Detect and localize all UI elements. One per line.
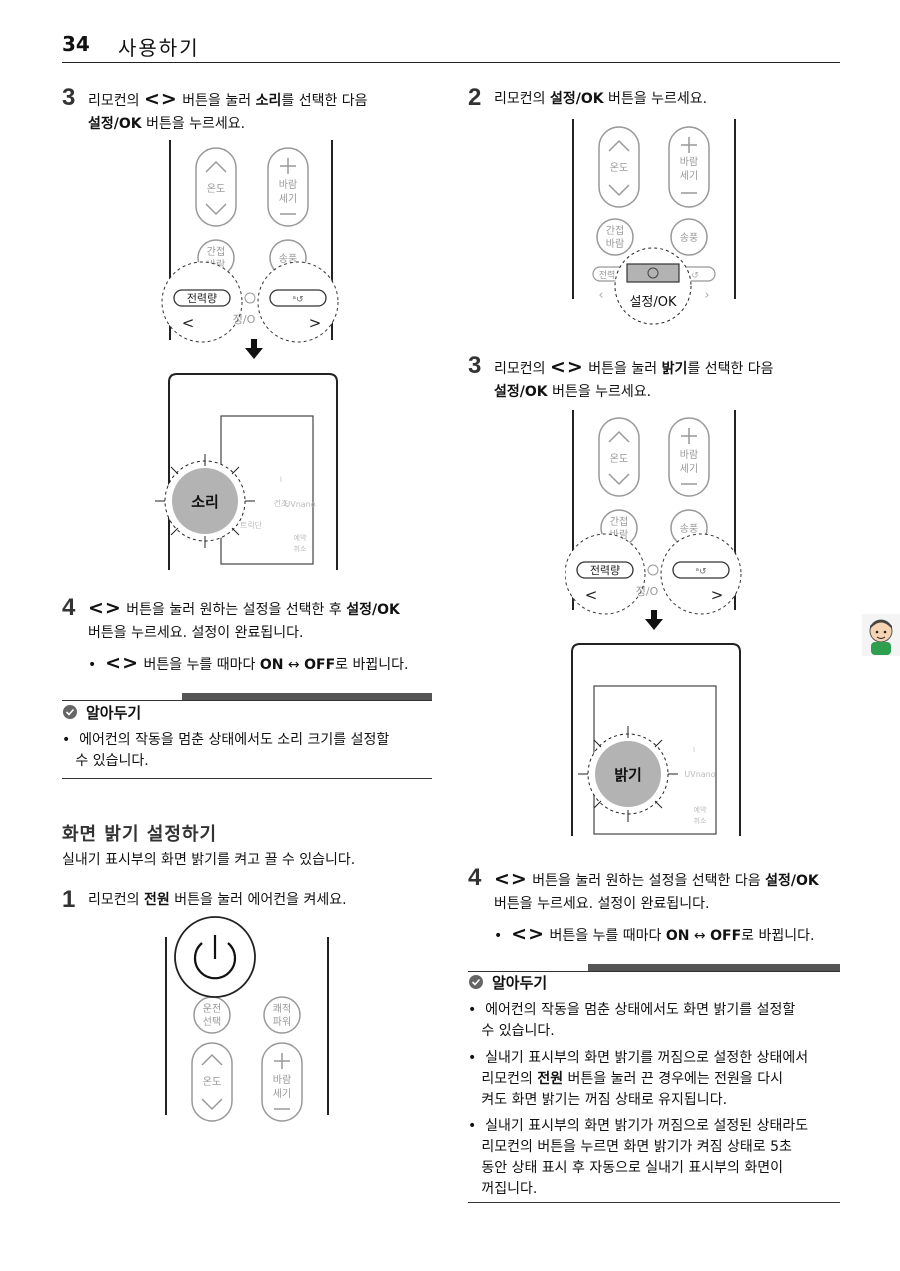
svg-text:⌇: ⌇ — [692, 746, 695, 754]
svg-text:온도: 온도 — [610, 453, 628, 465]
right-step3-text: 리모컨의 <> 버튼을 눌러 밝기를 선택한 다음 설정/OK 버튼을 누르세요… — [494, 356, 774, 400]
svg-text:정/O: 정/O — [636, 585, 659, 598]
svg-text:운전: 운전 — [203, 1003, 221, 1015]
remote-illustration-2: 온도 바람 세기 간접 바람 송풍 전력 ↺ ‹ › 설정/OK — [572, 119, 736, 325]
indoor-display-illustration-2: ⌇ UVnano 예약 취소 밝기 — [571, 643, 741, 836]
page-number: 34 — [62, 32, 90, 56]
note-rule-bottom — [62, 778, 432, 779]
note-item-3: • 실내기 표시부의 화면 밝기가 꺼짐으로 설정된 상태라도 리모컨의 버튼을… — [468, 1118, 809, 1197]
svg-text:>: > — [711, 586, 724, 604]
left-step4-number: 4 — [62, 594, 76, 621]
check-icon — [469, 975, 483, 989]
svg-text:↺: ↺ — [691, 271, 699, 281]
remote-illustration-1: 온도 바람 세기 간접 바람 송풍 전력량 ᵃ↺ 정/O < > — [161, 140, 339, 343]
right-step2-text: 리모컨의 설정/OK 버튼을 누르세요. — [494, 91, 708, 107]
svg-text:취소: 취소 — [294, 545, 307, 553]
svg-text:예약: 예약 — [294, 533, 307, 542]
svg-text:<: < — [585, 586, 598, 604]
left-step1-text: 리모컨의 전원 버튼을 눌러 에어컨을 켜세요. — [88, 892, 347, 908]
section-title: 사용하기 — [118, 36, 200, 60]
left-step3-number: 3 — [62, 84, 76, 111]
section-heading: 화면 밝기 설정하기 — [62, 824, 218, 845]
note-heading: 알아두기 — [492, 974, 548, 992]
right-step2-number: 2 — [468, 84, 482, 111]
svg-text:간접: 간접 — [610, 516, 628, 528]
indoor-display-illustration-1: ⌇ 건조 UVnano 트릭단 예약 취소 소리 — [155, 373, 338, 570]
svg-text:세기: 세기 — [273, 1088, 291, 1100]
note-bar — [588, 964, 840, 972]
svg-text:전력: 전력 — [599, 269, 616, 281]
svg-text:정/O: 정/O — [233, 313, 256, 326]
svg-text:바람: 바람 — [273, 1073, 291, 1086]
svg-text:바람: 바람 — [279, 178, 297, 191]
svg-text:소리: 소리 — [191, 493, 219, 511]
svg-text:>: > — [309, 314, 322, 332]
svg-text:세기: 세기 — [680, 463, 698, 475]
check-icon — [63, 705, 77, 719]
svg-text:ᵃ↺: ᵃ↺ — [695, 567, 706, 577]
svg-text:바람: 바람 — [680, 155, 698, 168]
arrow-down-icon — [645, 610, 663, 630]
svg-text:UVnano: UVnano — [284, 500, 315, 509]
svg-text:온도: 온도 — [203, 1076, 221, 1088]
svg-text:온도: 온도 — [610, 162, 628, 174]
svg-text:선택: 선택 — [203, 1016, 221, 1028]
svg-text:취소: 취소 — [694, 817, 707, 825]
svg-text:파워: 파워 — [273, 1015, 291, 1028]
svg-text:트릭단: 트릭단 — [240, 520, 263, 530]
svg-text:송풍: 송풍 — [680, 232, 698, 244]
header-rule — [62, 62, 840, 63]
svg-text:ᵃ↺: ᵃ↺ — [292, 295, 303, 305]
svg-text:간접: 간접 — [606, 225, 624, 237]
note-item-2: • 실내기 표시부의 화면 밝기를 꺼짐으로 설정한 상태에서 리모컨의 전원 … — [468, 1050, 809, 1108]
left-step1-number: 1 — [62, 886, 76, 913]
right-step3-number: 3 — [468, 352, 482, 379]
note-heading: 알아두기 — [86, 704, 142, 722]
svg-text:‹: ‹ — [598, 288, 603, 303]
section-intro: 실내기 표시부의 화면 밝기를 켜고 끌 수 있습니다. — [62, 852, 356, 868]
svg-text:전력량: 전력량 — [187, 292, 217, 305]
svg-text:세기: 세기 — [279, 193, 297, 205]
right-step4-number: 4 — [468, 864, 482, 891]
svg-text:예약: 예약 — [694, 805, 707, 814]
svg-text:UVnano: UVnano — [684, 770, 715, 779]
left-step3-text: 리모컨의 <> 버튼을 눌러 소리를 선택한 다음 설정/OK 버튼을 누르세요… — [88, 88, 368, 132]
svg-text:설정/OK: 설정/OK — [629, 295, 677, 310]
svg-text:›: › — [704, 288, 709, 303]
svg-text:송풍: 송풍 — [680, 523, 698, 535]
svg-text:바람: 바람 — [606, 237, 624, 250]
svg-text:온도: 온도 — [207, 183, 225, 195]
svg-text:<: < — [182, 314, 195, 332]
note-bar — [182, 693, 432, 701]
svg-text:바람: 바람 — [680, 448, 698, 461]
note-item-1: • 에어컨의 작동을 멈춘 상태에서도 화면 밝기를 설정할 수 있습니다. — [468, 1002, 796, 1039]
note-rule-top — [468, 971, 840, 972]
svg-text:밝기: 밝기 — [614, 766, 642, 784]
remote-illustration-4: 온도 바람 세기 간접 바람 송풍 전력량 ᵃ↺ 정/O < > — [565, 410, 742, 615]
svg-text:⌇: ⌇ — [279, 476, 282, 484]
right-step4-bullet: • <> 버튼을 누를 때마다 ON ↔ OFF로 바뀝니다. — [494, 923, 815, 945]
note-rule-top — [62, 700, 432, 701]
left-step4-text: <> 버튼을 눌러 원하는 설정을 선택한 후 설정/OK 버튼을 누르세요. … — [88, 597, 400, 641]
arrow-down-icon — [245, 339, 263, 359]
right-step4-text: <> 버튼을 눌러 원하는 설정을 선택한 다음 설정/OK 버튼을 누르세요.… — [494, 868, 819, 912]
svg-text:건조: 건조 — [274, 498, 289, 508]
svg-text:전력량: 전력량 — [590, 564, 620, 577]
svg-text:간접: 간접 — [207, 246, 225, 258]
note-item: • 에어컨의 작동을 멈춘 상태에서도 소리 크기를 설정할 수 있습니다. — [62, 732, 390, 769]
note-rule-bottom — [468, 1202, 840, 1203]
mascot-icon — [862, 614, 900, 656]
left-step4-bullet: • <> 버튼을 누를 때마다 ON ↔ OFF로 바뀝니다. — [88, 652, 409, 674]
svg-text:세기: 세기 — [680, 170, 698, 182]
svg-text:쾌적: 쾌적 — [273, 1003, 291, 1015]
remote-illustration-3: 운전 선택 쾌적 파워 온도 바람 세기 — [165, 916, 329, 1122]
